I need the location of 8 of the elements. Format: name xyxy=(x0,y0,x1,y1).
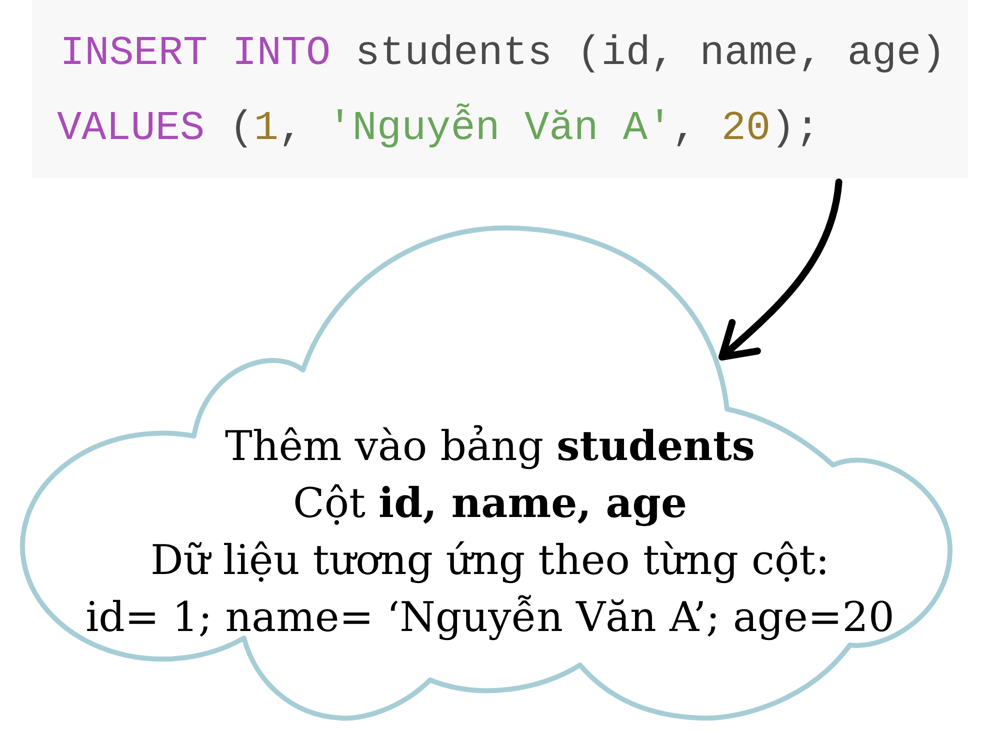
code-line: VALUES (1, 'Nguyễn Văn A', 20); xyxy=(57,92,820,167)
cloud-text: id= 1; name= ‘Nguyễn Văn A’; age=20 xyxy=(86,592,894,643)
curved-arrow xyxy=(718,178,842,360)
code-block xyxy=(32,0,968,178)
cloud-text: Dữ liệu tương ứng theo từng cột: xyxy=(150,535,830,586)
cloud-text: Cột id, name, age xyxy=(292,478,688,529)
cloud-text: Thêm vào bảng students xyxy=(224,421,756,472)
code-line: INSERT INTO students (id, name, age) xyxy=(60,30,946,79)
